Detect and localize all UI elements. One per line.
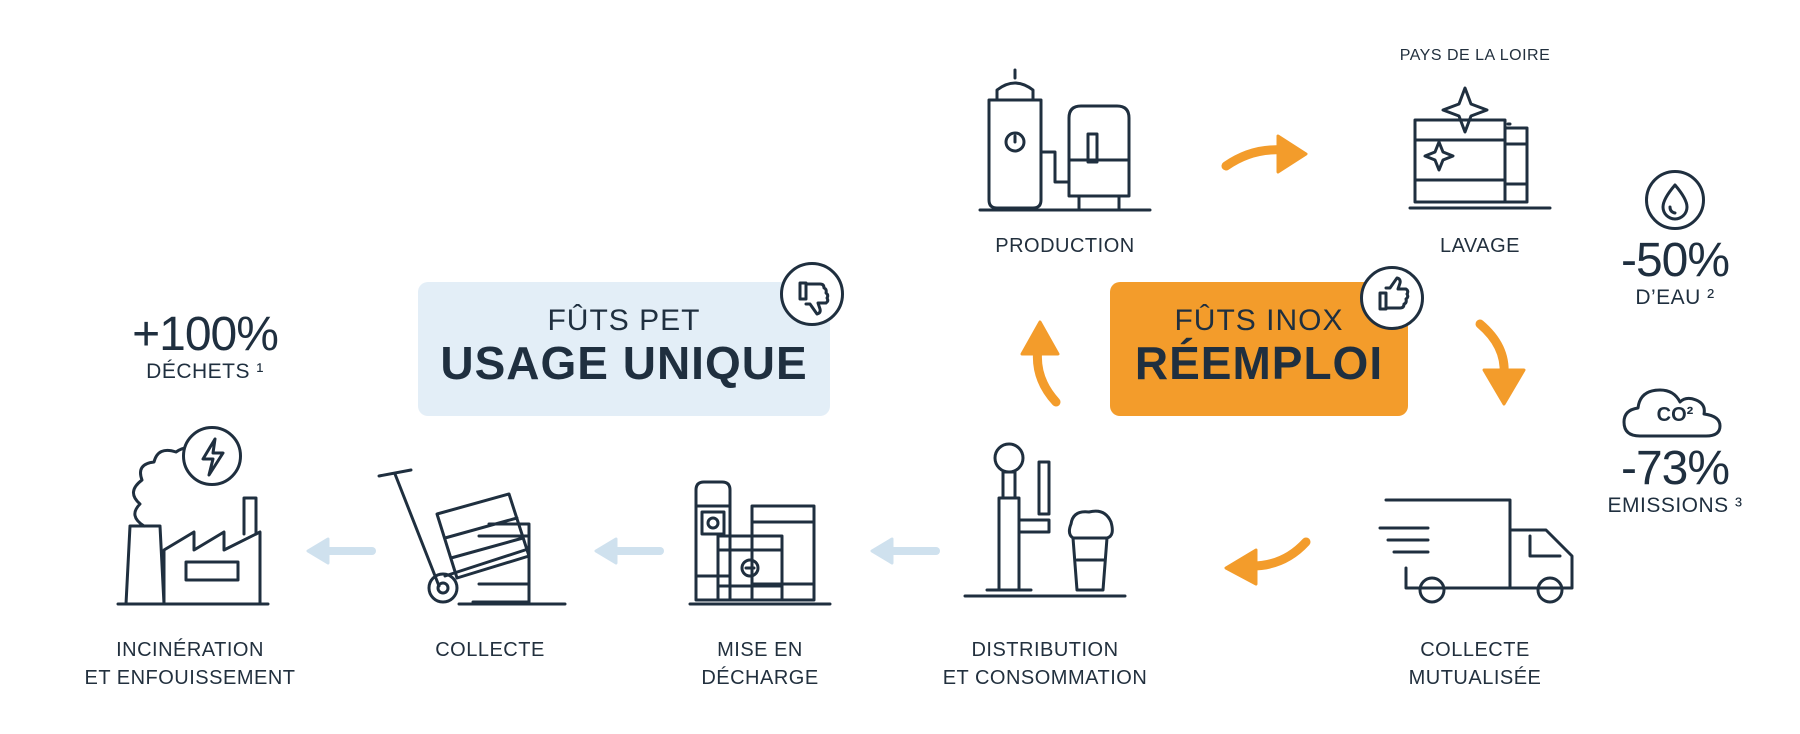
inox-reuse-box: FÛTS INOX RÉEMPLOI: [1110, 282, 1408, 416]
chain-arrow-distribution-to-decharge: [870, 537, 940, 565]
cycle-arrow-collecte-to-distribution: [1224, 537, 1311, 586]
decharge-label: MISE EN DÉCHARGE: [701, 639, 819, 689]
lavage-label: LAVAGE: [1439, 235, 1521, 257]
thumbs-down-icon: [780, 262, 844, 326]
co2-stat-value: -73%: [1620, 442, 1730, 495]
cycle-arrow-lavage-to-collecte: [1475, 319, 1526, 406]
incinerator-factory-icon: [116, 446, 270, 606]
production-label: PRODUCTION: [995, 235, 1135, 257]
clean-kegs-icon: [1408, 86, 1552, 210]
waste-stat-value: +100%: [132, 308, 279, 361]
co2-cloud-icon: [1622, 388, 1722, 438]
lavage-region-label: PAYS DE LA LOIRE: [1399, 47, 1551, 64]
collecte-mutualisee-label: COLLECTE MUTUALISÉE: [1408, 639, 1542, 689]
water-drop-icon: [1645, 170, 1705, 230]
lightning-icon: [182, 426, 242, 486]
thumbs-up-icon: [1360, 266, 1424, 330]
water-stat-value: -50%: [1620, 234, 1730, 287]
incineration-label: INCINÉRATION ET ENFOUISSEMENT: [84, 639, 296, 689]
inox-box-title: FÛTS INOX: [1174, 304, 1344, 337]
cycle-arrow-production-to-lavage: [1221, 134, 1308, 174]
landfill-kegs-icon: [688, 480, 832, 606]
cycle-arrow-distribution-to-production: [1020, 320, 1061, 407]
water-stat-label: D’EAU ²: [1635, 286, 1715, 309]
chain-arrow-decharge-to-collecte: [594, 537, 664, 565]
chain-arrow-collecte-to-incineration: [306, 537, 376, 565]
brewery-tanks-icon: [978, 68, 1152, 212]
collecte-label: COLLECTE: [435, 639, 545, 661]
pet-single-use-box: FÛTS PET USAGE UNIQUE: [418, 282, 830, 416]
hand-truck-icon: [377, 468, 567, 606]
beer-tap-icon: [963, 442, 1127, 598]
delivery-truck-icon: [1378, 498, 1574, 604]
co2-icon-text: CO²: [1656, 404, 1694, 426]
pet-box-title: FÛTS PET: [547, 304, 701, 337]
waste-stat-label: DÉCHETS ¹: [146, 360, 264, 383]
co2-stat-label: EMISSIONS ³: [1607, 494, 1743, 517]
inox-box-subtitle: RÉEMPLOI: [1134, 337, 1384, 389]
distribution-label: DISTRIBUTION ET CONSOMMATION: [942, 639, 1148, 689]
pet-box-subtitle: USAGE UNIQUE: [440, 337, 808, 389]
